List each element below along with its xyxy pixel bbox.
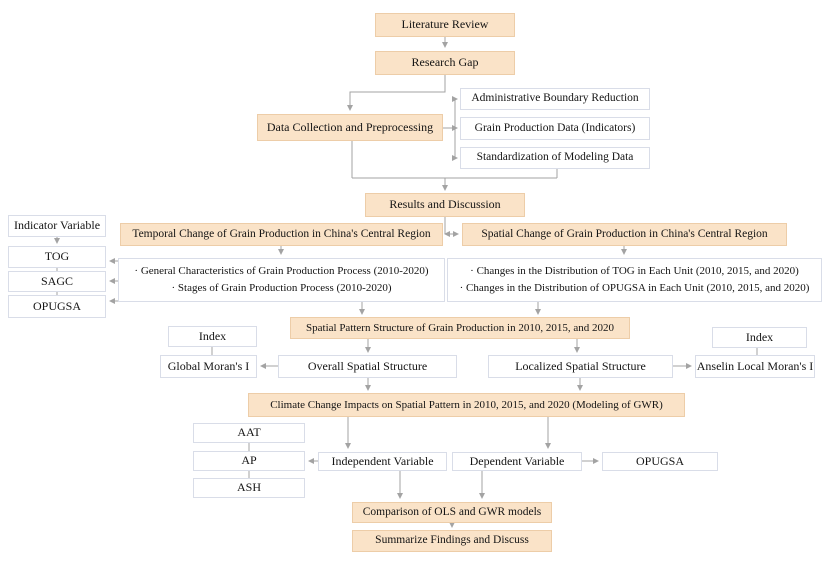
node-literature-review: Literature Review bbox=[375, 13, 515, 37]
node-data-collection: Data Collection and Preprocessing bbox=[257, 114, 443, 141]
node-global-morans-i: Global Moran's I bbox=[160, 355, 257, 378]
node-independent-variable: Independent Variable bbox=[318, 452, 447, 471]
node-dependent-variable: Dependent Variable bbox=[452, 452, 582, 471]
node-ap: AP bbox=[193, 451, 305, 471]
node-sagc: SAGC bbox=[8, 271, 106, 292]
node-index-right: Index bbox=[712, 327, 807, 348]
node-localized-spatial-structure: Localized Spatial Structure bbox=[488, 355, 673, 378]
node-aat: AAT bbox=[193, 423, 305, 443]
node-research-gap: Research Gap bbox=[375, 51, 515, 75]
node-overall-spatial-structure: Overall Spatial Structure bbox=[278, 355, 457, 378]
spatial-detail-line1: · Changes in the Distribution of TOG in … bbox=[470, 264, 799, 277]
node-climate-change: Climate Change Impacts on Spatial Patter… bbox=[248, 393, 685, 417]
node-index-left: Index bbox=[168, 326, 257, 347]
node-standardization: Standardization of Modeling Data bbox=[460, 147, 650, 169]
node-admin-boundary: Administrative Boundary Reduction bbox=[460, 88, 650, 110]
node-opugsa: OPUGSA bbox=[8, 295, 106, 318]
node-spatial-change: Spatial Change of Grain Production in Ch… bbox=[462, 223, 787, 246]
node-summarize-findings: Summarize Findings and Discuss bbox=[352, 530, 552, 552]
node-spatial-pattern: Spatial Pattern Structure of Grain Produ… bbox=[290, 317, 630, 339]
spatial-detail-line2: · Changes in the Distribution of OPUGSA … bbox=[459, 282, 810, 294]
node-grain-production-data: Grain Production Data (Indicators) bbox=[460, 117, 650, 140]
node-results-discussion: Results and Discussion bbox=[365, 193, 525, 217]
node-tog: TOG bbox=[8, 246, 106, 268]
node-spatial-detail: · Changes in the Distribution of TOG in … bbox=[447, 258, 822, 302]
node-temporal-change: Temporal Change of Grain Production in C… bbox=[120, 223, 443, 246]
node-comparison-ols-gwr: Comparison of OLS and GWR models bbox=[352, 502, 552, 523]
node-indicator-variable: Indicator Variable bbox=[8, 215, 106, 237]
node-anselin-local-morans-i: Anselin Local Moran's I bbox=[695, 355, 815, 378]
temporal-detail-line1: · General Characteristics of Grain Produ… bbox=[134, 264, 429, 277]
node-ash: ASH bbox=[193, 478, 305, 498]
temporal-detail-line2: · Stages of Grain Production Process (20… bbox=[171, 282, 392, 294]
node-opugsa-dependent: OPUGSA bbox=[602, 452, 718, 471]
node-temporal-detail: · General Characteristics of Grain Produ… bbox=[118, 258, 445, 302]
